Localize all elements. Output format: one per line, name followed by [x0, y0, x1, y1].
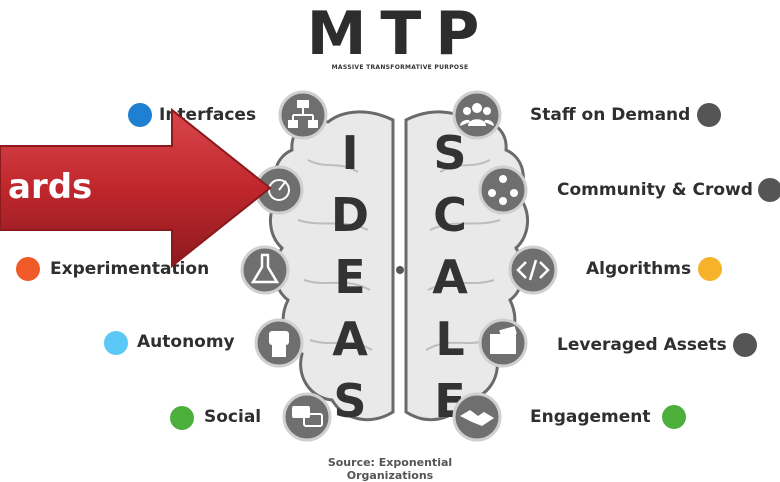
engagement-dot — [662, 405, 686, 429]
fist-icon — [254, 318, 304, 368]
scale-letter: S — [433, 126, 467, 180]
ideas-letter: A — [332, 312, 368, 366]
leveraged-assets-label: Leveraged Assets — [557, 335, 727, 355]
handshake-icon — [452, 392, 502, 442]
staff-on-demand-dot — [697, 103, 721, 127]
experimentation-label: Experimentation — [50, 259, 210, 279]
scale-letter: L — [435, 312, 465, 366]
scale-letter: A — [432, 250, 468, 304]
community-crowd-label: Community & Crowd — [557, 180, 753, 200]
ideas-letter: I — [341, 126, 359, 180]
interfaces-dot — [128, 103, 152, 127]
community-icon — [478, 165, 528, 215]
autonomy-label: Autonomy — [137, 332, 235, 352]
engagement-label: Engagement — [530, 407, 651, 427]
source-caption: Source: Exponential Organizations — [327, 456, 453, 482]
code-icon — [508, 245, 558, 295]
ideas-word: I D E A S — [330, 122, 370, 432]
page-title: MTP — [306, 0, 494, 69]
people-icon — [452, 90, 502, 140]
ideas-letter: D — [330, 188, 370, 242]
ideas-letter: S — [333, 374, 367, 428]
social-dot — [170, 406, 194, 430]
flowchart-icon — [278, 90, 328, 140]
social-label: Social — [204, 407, 262, 427]
algorithms-dot — [698, 257, 722, 281]
rental-icon — [478, 318, 528, 368]
leveraged-assets-dot — [733, 333, 757, 357]
page-subtitle: MASSIVE TRANSFORMATIVE PURPOSE — [331, 64, 469, 71]
staff-on-demand-label: Staff on Demand — [530, 105, 691, 125]
experimentation-dot — [16, 257, 40, 281]
arrow-label: ards — [8, 167, 93, 207]
red-arrow-overlay — [0, 108, 272, 269]
ideas-letter: E — [334, 250, 366, 304]
community-crowd-dot — [758, 178, 780, 202]
autonomy-dot — [104, 331, 128, 355]
algorithms-label: Algorithms — [586, 259, 692, 279]
scale-word: S C A L E — [430, 122, 470, 432]
chat-bubbles-icon — [282, 392, 332, 442]
scale-letter: C — [433, 188, 467, 242]
flask-icon — [240, 245, 290, 295]
